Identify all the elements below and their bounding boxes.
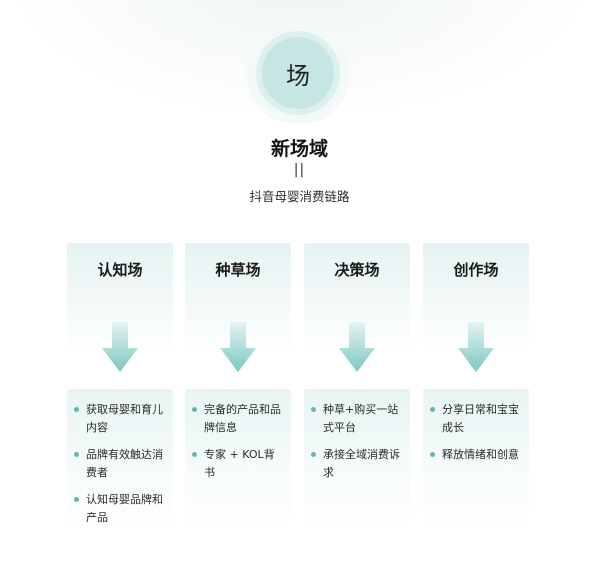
list-item: 承接全域消费诉求	[311, 446, 404, 482]
column-header-creation: 创作场	[423, 243, 529, 295]
bullet-dot	[430, 452, 435, 457]
list-item: 专家 + KOL背书	[192, 446, 285, 482]
column-card-cognition: 获取母婴和育儿内容 品牌有效触达消费者 认知母婴品牌和产品	[67, 389, 173, 529]
page-title: 新场域	[270, 138, 328, 160]
hero-circle: 场	[262, 37, 334, 109]
bullet-dot	[192, 452, 197, 457]
arrow-down-icon	[458, 322, 494, 372]
column-card-seeding: 完备的产品和品牌信息 专家 + KOL背书	[185, 389, 291, 529]
column-title: 种草场	[215, 260, 261, 279]
arrow-down-icon	[220, 322, 256, 372]
list-item: 种草+购买一站式平台	[311, 401, 404, 437]
bullet-dot	[74, 452, 79, 457]
page-subtitle: 抖音母婴消费链路	[249, 189, 350, 204]
column-header-seeding: 种草场	[185, 243, 291, 295]
bullet-dot	[311, 452, 316, 457]
list-item: 释放情绪和创意	[430, 446, 523, 464]
column-card-decision: 种草+购买一站式平台 承接全域消费诉求	[304, 389, 410, 529]
bullet-dot	[430, 407, 435, 412]
column-title: 决策场	[334, 260, 380, 279]
list-item: 认知母婴品牌和产品	[74, 491, 167, 527]
bullet-dot	[192, 407, 197, 412]
bullet-dot	[74, 407, 79, 412]
bullet-dot	[311, 407, 316, 412]
list-item: 获取母婴和育儿内容	[74, 401, 167, 437]
arrow-down-icon	[339, 322, 375, 372]
column-header-decision: 决策场	[304, 243, 410, 295]
column-header-cognition: 认知场	[67, 243, 173, 295]
arrow-down-icon	[102, 322, 138, 372]
equals-sign: ||	[293, 162, 306, 178]
list-item: 品牌有效触达消费者	[74, 446, 167, 482]
column-card-creation: 分享日常和宝宝成长 释放情绪和创意	[423, 389, 529, 529]
hero-char: 场	[286, 61, 310, 90]
list-item: 完备的产品和品牌信息	[192, 401, 285, 437]
list-item: 分享日常和宝宝成长	[430, 401, 523, 437]
column-title: 创作场	[453, 260, 499, 279]
column-title: 认知场	[97, 260, 143, 279]
bullet-dot	[74, 497, 79, 502]
